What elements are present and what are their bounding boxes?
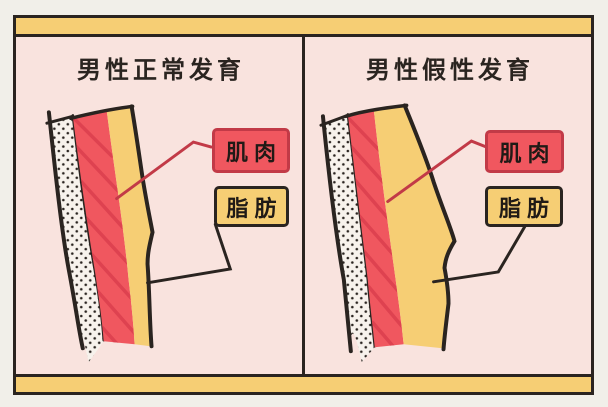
skin-dotted-layer-icon xyxy=(45,110,105,363)
fat-label-text: 脂肪 xyxy=(226,196,283,222)
muscle-leader-line xyxy=(386,139,488,204)
panel-pseudo-development: 男性假性发育 xyxy=(305,37,591,374)
muscle-label-text: 肌肉 xyxy=(499,141,556,167)
tissue-cross-section-pseudo-illustration xyxy=(319,103,529,363)
panel-title-pseudo: 男性假性发育 xyxy=(366,56,534,84)
fat-layer-icon xyxy=(344,103,457,352)
fat-label-text: 脂肪 xyxy=(498,196,555,222)
comic-card-frame: 男性正常发育 xyxy=(13,15,594,395)
muscle-label-text: 肌肉 xyxy=(225,140,282,166)
tissue-cross-section-normal-illustration xyxy=(45,104,233,363)
panel-divider xyxy=(302,37,305,374)
panel-title-normal: 男性正常发育 xyxy=(77,56,245,84)
fat-leader-line xyxy=(432,220,529,284)
panel-normal-development: 男性正常发育 xyxy=(16,37,302,374)
muscle-layer-icon xyxy=(72,110,135,345)
bottom-accent-bar xyxy=(16,374,591,392)
fat-label-badge: 脂肪 xyxy=(214,186,289,227)
panels-row: 男性正常发育 xyxy=(16,37,591,374)
fat-layer-icon xyxy=(69,104,155,349)
fat-label-badge: 脂肪 xyxy=(485,186,563,227)
fat-leader-line xyxy=(146,222,233,285)
muscle-label-badge: 肌肉 xyxy=(212,128,290,173)
muscle-leader-line xyxy=(115,140,213,201)
top-accent-bar xyxy=(16,18,591,37)
muscle-label-badge: 肌肉 xyxy=(485,130,564,173)
